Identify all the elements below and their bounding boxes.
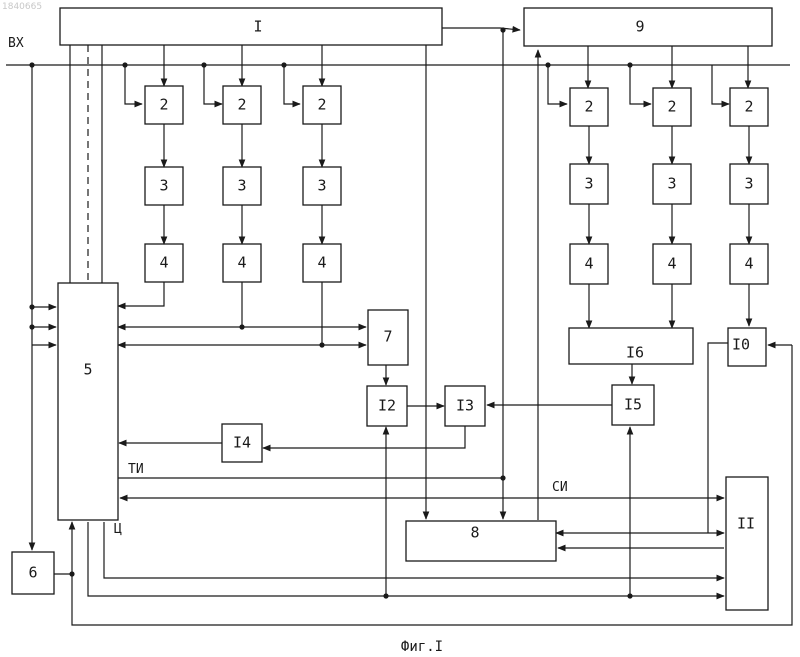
block-16-label: I6 xyxy=(626,344,644,362)
block-6-label: 6 xyxy=(28,564,37,582)
block-1-label: I xyxy=(253,18,262,36)
junction xyxy=(201,62,206,67)
bus-to-2e xyxy=(630,65,651,104)
input-label: ВХ xyxy=(8,36,24,51)
block-10-label: I0 xyxy=(732,336,750,354)
block-4-label: 4 xyxy=(584,255,593,273)
figure-caption: Фиг.I xyxy=(401,639,443,655)
block-7-label: 7 xyxy=(383,328,392,346)
junction xyxy=(545,62,550,67)
13-to-14-arrow xyxy=(263,426,465,448)
block-2-label: 2 xyxy=(584,98,593,116)
ti-label: ТИ xyxy=(128,462,144,477)
block-3-label: 3 xyxy=(159,177,168,195)
bus-to-2f xyxy=(712,65,729,104)
block-13-label: I3 xyxy=(456,397,474,415)
bus-to-2d xyxy=(548,65,567,104)
block-2-label: 2 xyxy=(237,96,246,114)
junction xyxy=(122,62,127,67)
block-15-label: I5 xyxy=(624,396,642,414)
block-14-label: I4 xyxy=(233,434,251,452)
block-3-label: 3 xyxy=(584,175,593,193)
block-4-label: 4 xyxy=(237,254,246,272)
block-4-label: 4 xyxy=(317,254,326,272)
block-3-label: 3 xyxy=(237,177,246,195)
block-11-label: II xyxy=(737,515,755,533)
junction xyxy=(29,304,34,309)
junction xyxy=(500,27,505,32)
4-to-5-arrow xyxy=(118,282,164,306)
block-3-label: 3 xyxy=(667,175,676,193)
block-1 xyxy=(60,8,442,45)
block-9 xyxy=(524,8,772,46)
bus-to-2a xyxy=(125,65,142,104)
junction xyxy=(627,62,632,67)
block-12-label: I2 xyxy=(378,397,396,415)
block-3-label: 3 xyxy=(744,175,753,193)
1-to-9 xyxy=(442,28,520,30)
block-8-label: 8 xyxy=(470,524,479,542)
si-label: СИ xyxy=(552,480,568,495)
block-2-label: 2 xyxy=(744,98,753,116)
block-2-label: 2 xyxy=(667,98,676,116)
watermark-text: 1840665 xyxy=(2,2,42,12)
bus-to-2c xyxy=(284,65,300,104)
block-2-label: 2 xyxy=(317,96,326,114)
feedback-loop-to-5 xyxy=(72,345,792,625)
junction xyxy=(29,324,34,329)
block-11 xyxy=(726,477,768,610)
block-2-label: 2 xyxy=(159,96,168,114)
10-to-11-line xyxy=(708,343,728,533)
block-5-label: 5 xyxy=(83,361,92,379)
bus-to-2b xyxy=(204,65,222,104)
block-5 xyxy=(58,283,118,520)
block-4-label: 4 xyxy=(667,255,676,273)
block-3-label: 3 xyxy=(317,177,326,195)
block-9-label: 9 xyxy=(635,18,644,36)
junction xyxy=(281,62,286,67)
ts-label: Ц xyxy=(114,522,122,537)
block-4-label: 4 xyxy=(159,254,168,272)
block-4-label: 4 xyxy=(744,255,753,273)
junction xyxy=(29,62,34,67)
block-8 xyxy=(406,521,556,561)
